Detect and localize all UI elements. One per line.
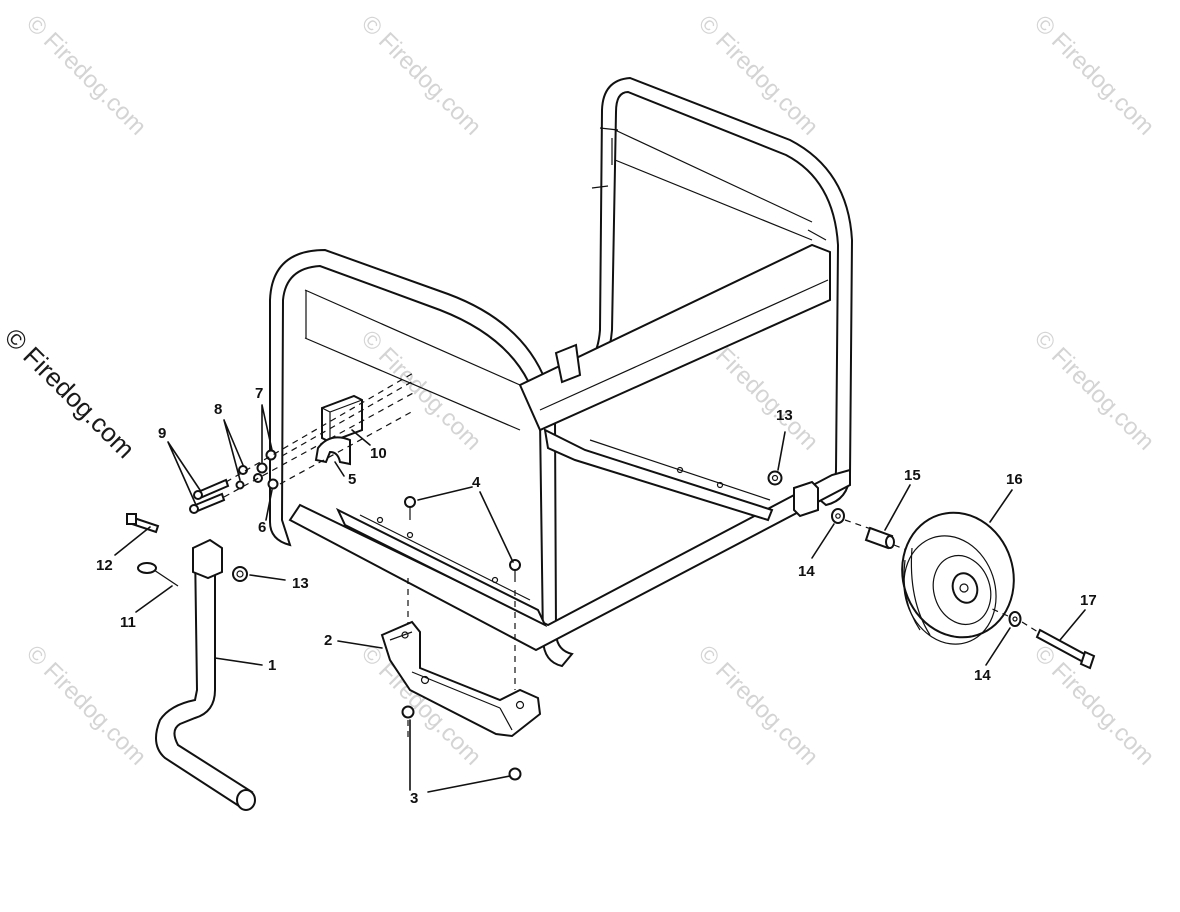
callout-10: 10 bbox=[370, 445, 387, 462]
handle-1 bbox=[155, 538, 256, 811]
bracket-5 bbox=[314, 436, 351, 466]
callout-17: 17 bbox=[1080, 592, 1097, 609]
callout-6: 6 bbox=[258, 519, 266, 536]
bolt-12 bbox=[126, 513, 160, 534]
callout-13-left: 13 bbox=[292, 575, 309, 592]
callout-4: 4 bbox=[472, 474, 481, 491]
wheel-16 bbox=[901, 511, 1015, 645]
washer-14-right bbox=[989, 607, 1022, 627]
frame-crossbar bbox=[518, 243, 831, 432]
callout-14-upper: 14 bbox=[798, 563, 815, 580]
callout-14-lower: 14 bbox=[974, 667, 991, 684]
bracket-10 bbox=[321, 394, 363, 444]
callout-16: 16 bbox=[1006, 471, 1023, 488]
frame-base bbox=[288, 428, 851, 652]
axle-spacer-15 bbox=[864, 526, 913, 553]
callout-3: 3 bbox=[410, 790, 418, 807]
callout-13-right: 13 bbox=[776, 407, 793, 424]
foot-bracket-2 bbox=[380, 620, 542, 738]
callout-15: 15 bbox=[904, 467, 921, 484]
callout-1: 1 bbox=[268, 657, 276, 674]
bolt-17 bbox=[1021, 621, 1096, 670]
leader-lines bbox=[114, 404, 1086, 793]
callout-2: 2 bbox=[324, 632, 332, 649]
pin-11 bbox=[137, 562, 179, 587]
callout-11: 11 bbox=[120, 614, 136, 631]
callout-9: 9 bbox=[158, 425, 166, 442]
nuts-3 bbox=[401, 705, 522, 781]
callout-12: 12 bbox=[96, 557, 113, 574]
nut-13-left bbox=[232, 566, 248, 582]
callout-5: 5 bbox=[348, 471, 356, 488]
callout-8: 8 bbox=[214, 401, 222, 418]
frame-front-loop bbox=[269, 248, 574, 668]
hardware-left bbox=[189, 371, 416, 514]
screws-4 bbox=[404, 496, 521, 690]
right-hardware bbox=[767, 470, 881, 533]
callout-7: 7 bbox=[255, 385, 263, 402]
